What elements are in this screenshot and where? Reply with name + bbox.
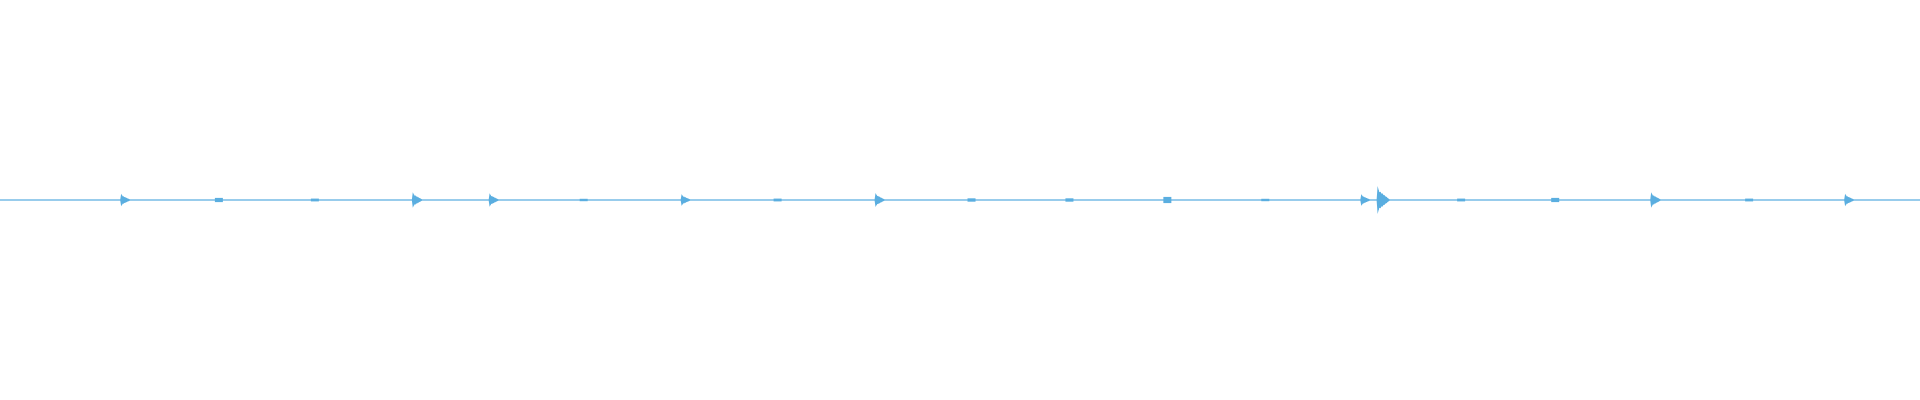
waveform-blip [1163,196,1172,204]
waveform-blip [967,198,976,202]
waveform-blip [579,198,588,202]
waveform-transient [1376,186,1390,214]
waveform-peaks [120,186,1854,214]
waveform-blip [1261,198,1270,202]
waveform-blip [1551,197,1560,203]
waveform-blip [773,198,782,202]
waveform-blip [1065,198,1074,202]
waveform-blip [214,197,223,203]
waveform-blip [310,198,319,202]
waveform-blip [1457,198,1466,202]
waveform-blip [1745,198,1754,202]
